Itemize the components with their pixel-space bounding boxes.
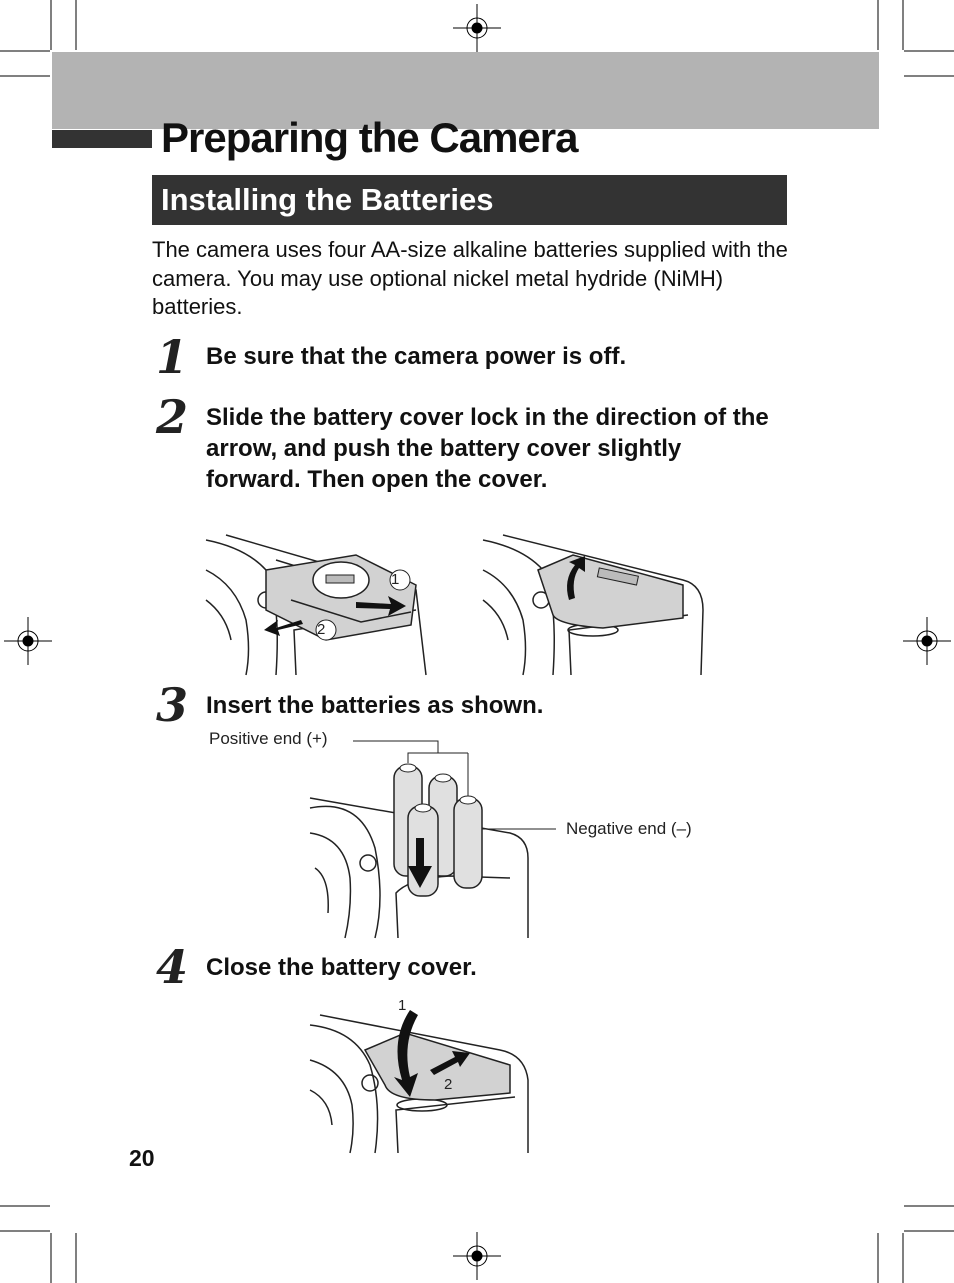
registration-target-right: [903, 617, 951, 665]
step2-marker-2: 2: [317, 621, 326, 638]
registration-target-left: [4, 617, 52, 665]
step-3-number: 3: [156, 678, 189, 732]
step-4-text: Close the battery cover.: [206, 954, 477, 981]
registration-target-bottom: [453, 1232, 501, 1280]
step4-marker-1: 1: [398, 997, 407, 1014]
step-1-number: 1: [156, 330, 189, 384]
step-4-number: 4: [156, 940, 189, 994]
step-1-text: Be sure that the camera power is off.: [206, 343, 627, 370]
page-title: Preparing the Camera: [161, 114, 578, 161]
section-bar: [152, 175, 787, 225]
negative-end-label: Negative end (–): [566, 819, 692, 838]
section-title: Installing the Batteries: [161, 182, 494, 217]
intro-paragraph: The camera uses four AA-size alkaline ba…: [152, 237, 788, 319]
camera-cover-open-illustration-2: [482, 534, 704, 676]
battery-insertion-illustration: [309, 740, 556, 939]
page-number: 20: [129, 1145, 155, 1171]
title-accent-bar: [52, 130, 152, 148]
registration-target-top: [453, 4, 501, 52]
step-2-number: 2: [156, 390, 189, 444]
step-3-text: Insert the batteries as shown.: [206, 692, 544, 719]
step2-marker-1: 1: [391, 571, 400, 588]
header-band: [52, 52, 879, 129]
positive-end-label: Positive end (+): [209, 729, 328, 748]
camera-cover-close-illustration: [309, 1010, 529, 1154]
step-2-text: Slide the battery cover lock in the dire…: [206, 404, 769, 493]
camera-cover-open-illustration-1: [205, 534, 427, 676]
step4-marker-2: 2: [444, 1076, 453, 1093]
